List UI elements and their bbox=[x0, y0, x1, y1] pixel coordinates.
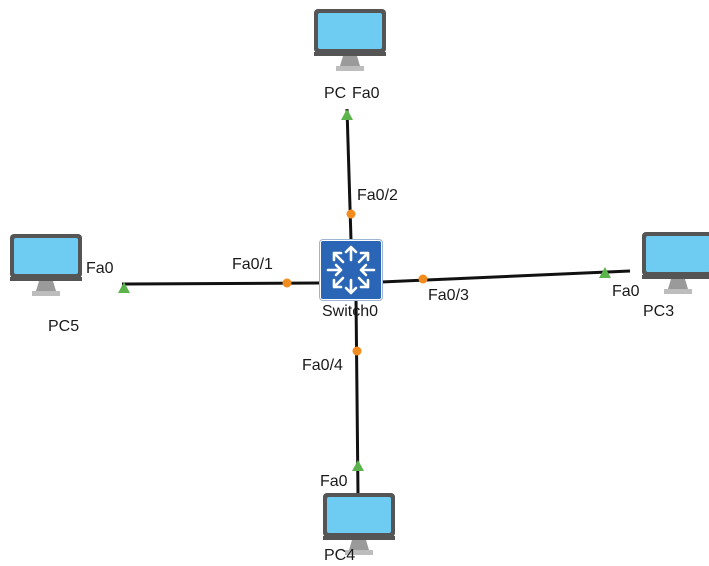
pc-top-name-label: PC bbox=[324, 85, 347, 102]
pc5-port-label: Fa0 bbox=[86, 260, 114, 277]
pc4-device[interactable] bbox=[321, 492, 397, 558]
pc-monitor-icon bbox=[314, 9, 386, 71]
link-switch-pc3-switch-port-indicator bbox=[418, 274, 428, 284]
pc3-port-label: Fa0 bbox=[612, 283, 640, 300]
link-switch-pc-top-pc-link-up-indicator bbox=[341, 109, 353, 120]
link-switch-pc-top[interactable] bbox=[345, 108, 353, 241]
port-markers-layer bbox=[118, 109, 611, 471]
link-switch-pc4-switch-port-indicator bbox=[352, 346, 362, 356]
link-switch-pc4-pc-link-up-indicator bbox=[352, 460, 364, 471]
pc5-device[interactable] bbox=[8, 233, 84, 299]
switch0-device[interactable] bbox=[319, 239, 383, 301]
switch-port-fa0-1-label: Fa0/1 bbox=[232, 256, 273, 273]
pc5-name-label: PC5 bbox=[48, 318, 80, 335]
pc3-name-label: PC3 bbox=[643, 303, 675, 320]
pc-monitor-icon bbox=[642, 232, 709, 294]
pc4-name-label: PC4 bbox=[324, 548, 356, 564]
pc-top-device[interactable] bbox=[312, 8, 388, 74]
switch0-name-label: Switch0 bbox=[322, 303, 379, 320]
switch-port-fa0-2-label: Fa0/2 bbox=[357, 187, 398, 204]
network-switch-icon bbox=[326, 245, 376, 295]
links-layer bbox=[121, 108, 631, 495]
link-switch-pc5-switch-port-indicator bbox=[282, 278, 292, 288]
switch-port-fa0-4-label: Fa0/4 bbox=[302, 357, 343, 374]
link-switch-pc3[interactable] bbox=[379, 269, 631, 284]
pc-monitor-icon bbox=[10, 234, 82, 296]
pc3-device[interactable] bbox=[640, 231, 709, 297]
link-switch-pc-top-switch-port-indicator bbox=[346, 209, 356, 219]
link-switch-pc3-pc-link-up-indicator bbox=[599, 267, 611, 278]
pc4-port-label: Fa0 bbox=[320, 473, 348, 490]
switch-port-fa0-3-label: Fa0/3 bbox=[428, 287, 469, 304]
pc-top-port-label: Fa0 bbox=[350, 85, 380, 102]
pc-monitor-icon bbox=[323, 493, 395, 555]
link-switch-pc5-pc-link-up-indicator bbox=[118, 282, 130, 293]
